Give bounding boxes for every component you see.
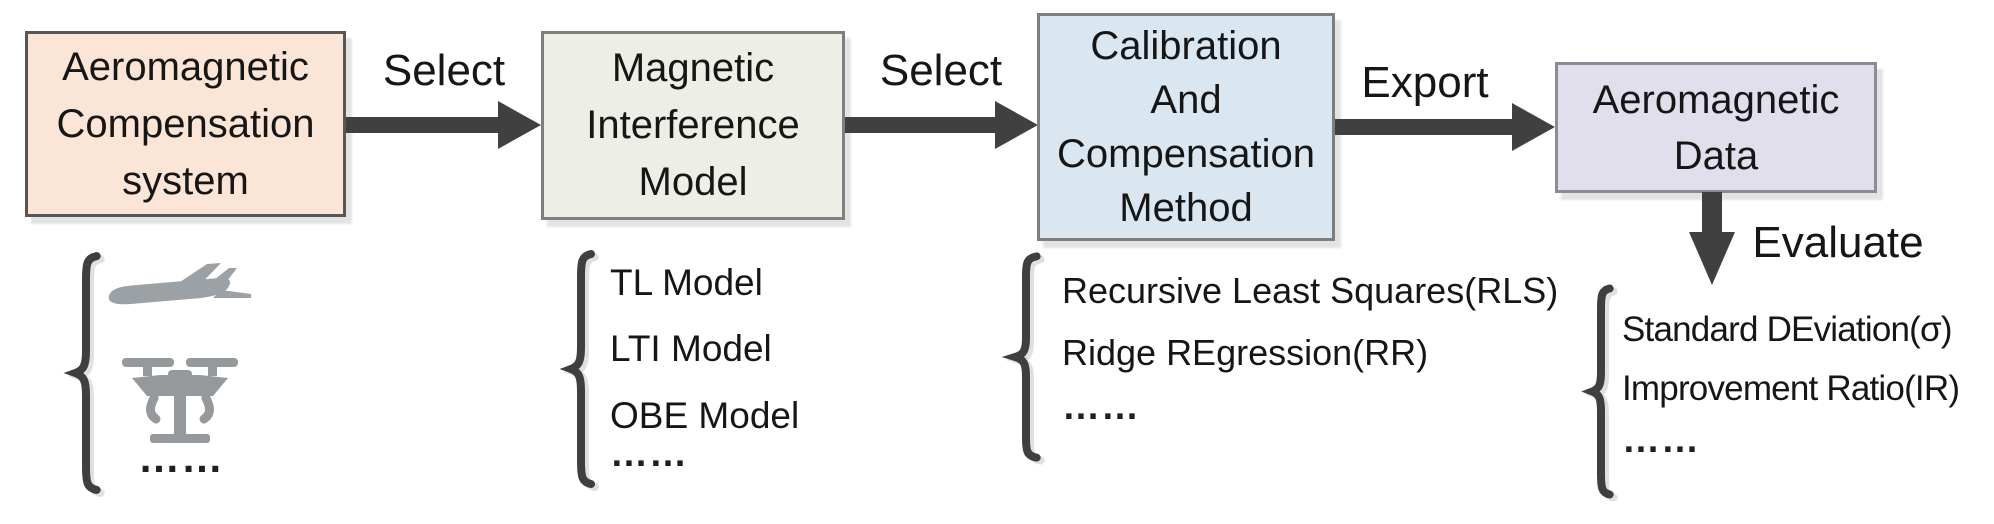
list-item-obe-model: OBE Model bbox=[610, 395, 800, 436]
airplane-icon bbox=[108, 263, 251, 305]
list-item-lti-model: LTI Model bbox=[610, 328, 772, 369]
curly-brace-methods bbox=[1010, 252, 1042, 462]
box-title-line: Aeromagnetic bbox=[1592, 77, 1840, 122]
arrow-label-export: Export bbox=[1361, 58, 1489, 107]
box-title-line: And bbox=[1150, 78, 1222, 122]
curly-brace-models bbox=[566, 249, 596, 489]
box-title-line: Interference bbox=[586, 103, 800, 147]
box-title-line: Compensation bbox=[1057, 132, 1315, 176]
list-item-ridge-regression: Ridge REgression(RR) bbox=[1062, 332, 1429, 373]
list-item-standard-deviation: Standard DEviation(σ) bbox=[1622, 310, 1952, 349]
box-title-line: Method bbox=[1119, 186, 1253, 230]
ellipsis-methods: …… bbox=[1062, 386, 1140, 428]
list-item-recursive-least-squares: Recursive Least Squares(RLS) bbox=[1062, 270, 1559, 311]
list-item-improvement-ratio: Improvement Ratio(IR) bbox=[1622, 369, 1960, 408]
flow-box-aeromagnetic-data: Aeromagnetic Data bbox=[1555, 62, 1877, 193]
box-title-line: Aeromagnetic bbox=[62, 44, 309, 89]
arrow-label-select-2: Select bbox=[879, 46, 1003, 95]
arrow-label-select-1: Select bbox=[382, 46, 506, 95]
list-item-tl-model: TL Model bbox=[610, 262, 763, 303]
flow-arrow-right-1 bbox=[346, 101, 541, 149]
ellipsis-systems: …… bbox=[138, 434, 224, 481]
curly-brace-metrics bbox=[1588, 284, 1614, 499]
box-title-line: Model bbox=[638, 160, 748, 204]
box-title-line: system bbox=[122, 158, 249, 203]
drone-icon bbox=[122, 358, 238, 443]
arrow-label-evaluate: Evaluate bbox=[1752, 218, 1924, 267]
box-title-line: Compensation bbox=[56, 101, 315, 146]
flow-arrow-down-evaluate bbox=[1689, 192, 1735, 285]
box-title-line: Data bbox=[1673, 133, 1759, 178]
box-title-line: Calibration bbox=[1090, 24, 1282, 68]
flow-box-magnetic-interference-model: Magnetic Interference Model bbox=[541, 31, 845, 220]
ellipsis-metrics: …… bbox=[1622, 419, 1700, 461]
flow-arrow-right-3 bbox=[1335, 103, 1555, 151]
curly-brace-systems bbox=[70, 251, 102, 495]
flow-box-aeromagnetic-compensation-system: Aeromagnetic Compensation system bbox=[25, 31, 346, 217]
box-title-line: Magnetic bbox=[611, 46, 775, 90]
flow-arrow-right-2 bbox=[845, 101, 1038, 149]
flow-box-calibration-compensation-method: Calibration And Compensation Method bbox=[1037, 13, 1335, 241]
ellipsis-models: …… bbox=[610, 433, 688, 475]
